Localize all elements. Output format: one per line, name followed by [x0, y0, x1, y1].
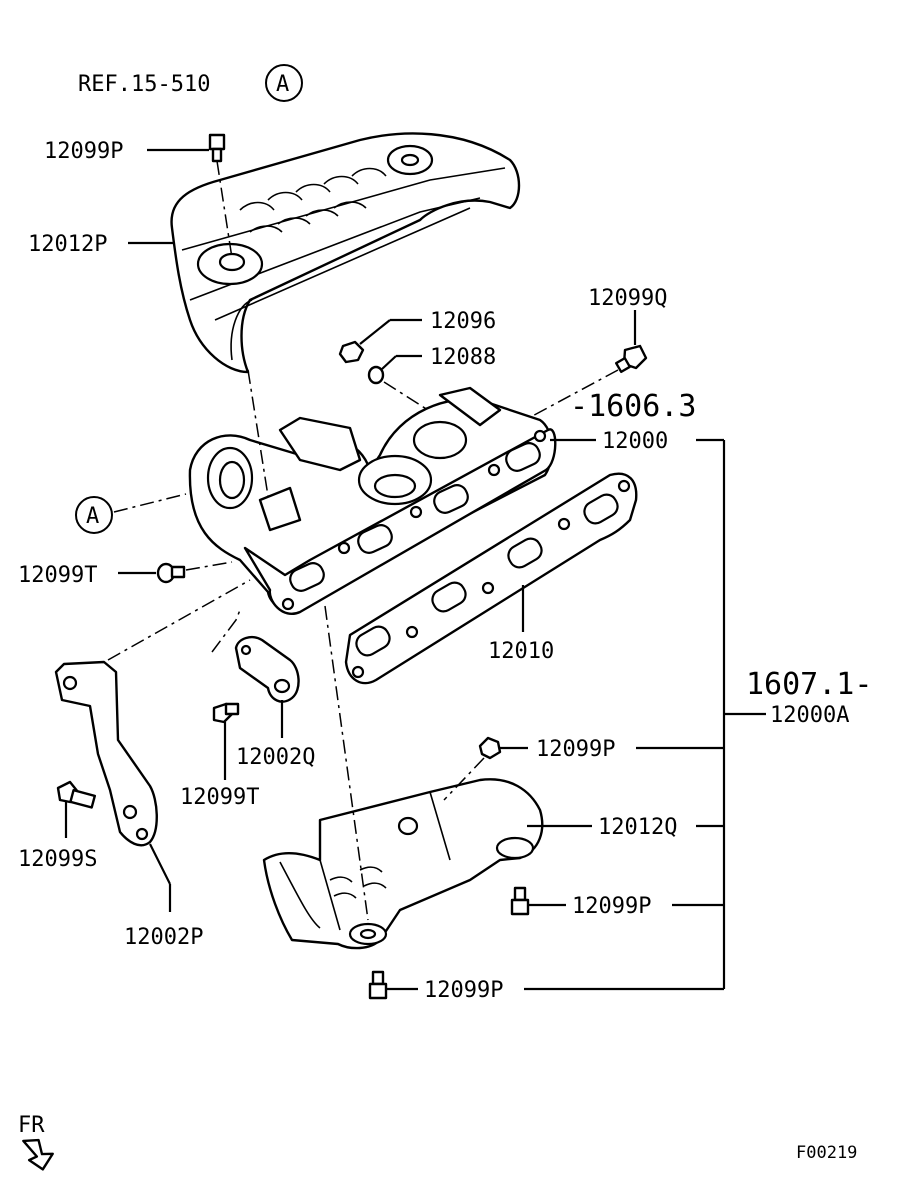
label-12099P-1: 12099P: [536, 737, 615, 762]
bolt-12099P-top: [208, 133, 226, 163]
washer-12088: [367, 365, 385, 385]
label-12099P-2: 12099P: [572, 894, 651, 919]
bolt-12099T-left: [156, 562, 186, 584]
label-12000: 12000: [602, 429, 668, 454]
front-indicator-label: FR: [18, 1113, 45, 1138]
figure-code: F00219: [796, 1143, 857, 1163]
bolt-12099P-1: [478, 736, 502, 760]
bolt-12099T-mid: [212, 702, 240, 724]
view-marker-letter: A: [86, 504, 99, 529]
exhaust-manifold-12000: [188, 386, 557, 615]
group-code-upper: -1606.3: [570, 389, 696, 424]
label-12000A: 12000A: [770, 703, 849, 728]
label-12012Q: 12012Q: [598, 815, 677, 840]
group-code-lower: 1607.1-: [746, 667, 872, 702]
label-12099P-top: 12099P: [44, 139, 123, 164]
label-12012P: 12012P: [28, 232, 107, 257]
bolt-12099Q: [614, 344, 648, 374]
bracket-12002P: [54, 660, 158, 847]
gasket-12010: [344, 472, 638, 685]
label-12096: 12096: [430, 309, 496, 334]
bolt-12099P-2: [510, 886, 530, 916]
reference-marker-circle: A: [265, 64, 303, 102]
assembly-bracket-line: [722, 440, 766, 989]
label-12088: 12088: [430, 345, 496, 370]
nut-12096: [338, 340, 365, 364]
front-direction-arrow-icon: FR: [18, 1113, 54, 1171]
bracket-12002Q: [234, 636, 300, 703]
label-12099P-3: 12099P: [424, 978, 503, 1003]
label-12099Q: 12099Q: [588, 286, 667, 311]
heat-shield-lower-12012Q: [262, 778, 544, 950]
view-marker-circle: A: [75, 496, 113, 534]
label-12002P: 12002P: [124, 925, 203, 950]
reference-label: REF.15-510: [78, 72, 210, 97]
heat-shield-upper-12012P: [170, 132, 521, 374]
reference-marker-letter: A: [276, 72, 289, 97]
label-12099T-mid: 12099T: [180, 785, 259, 810]
bolt-12099S: [56, 780, 97, 809]
label-12010: 12010: [488, 639, 554, 664]
label-12099S: 12099S: [18, 847, 97, 872]
label-12002Q: 12002Q: [236, 745, 315, 770]
label-12099T-left: 12099T: [18, 563, 97, 588]
bolt-12099P-3: [368, 970, 388, 1000]
